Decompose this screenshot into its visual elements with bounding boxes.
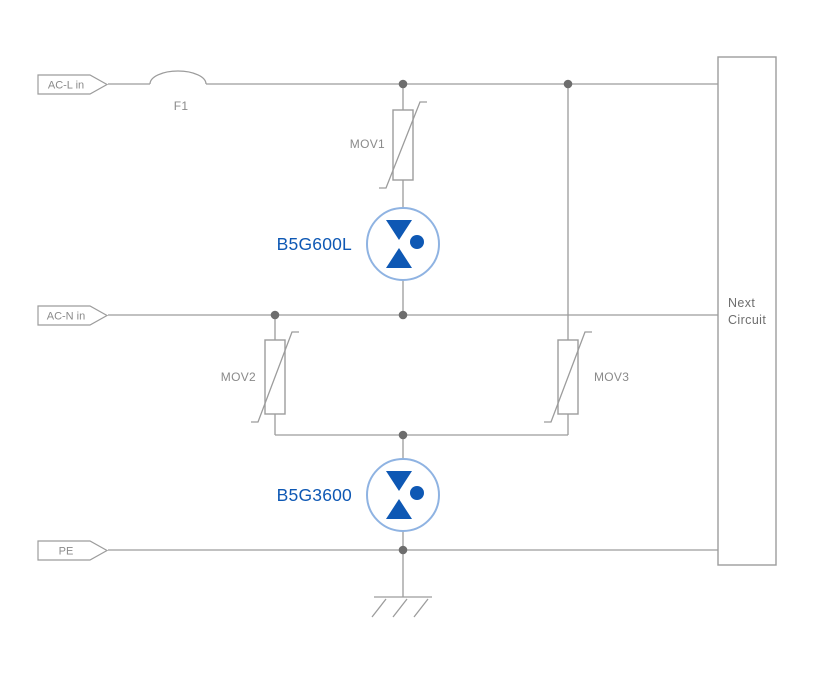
mov2-label: MOV2 [221, 370, 256, 384]
junction-bus-gdt2 [398, 430, 408, 440]
fuse-symbol [149, 70, 207, 85]
gdt1-ring [366, 207, 440, 281]
terminal-pe-shape [37, 540, 109, 561]
mov3-strike [544, 331, 592, 423]
gdt-b5g3600: B5G3600 [277, 458, 440, 532]
terminal-pe: PE [37, 540, 109, 561]
gdt2-up-triangle [386, 499, 412, 519]
mov1-label: MOV1 [350, 137, 385, 151]
gdt2-down-triangle [386, 471, 412, 491]
ground-slash-1 [371, 598, 387, 618]
terminal-pe-label: PE [59, 546, 74, 558]
earth-ground-icon [371, 596, 432, 618]
terminal-ac-l: AC-L in [37, 74, 109, 95]
mov2-strike [251, 331, 299, 423]
junction-pe-gdt2 [398, 545, 408, 555]
ground-slash-2 [392, 598, 408, 618]
gdt2-dot [410, 486, 424, 500]
ground-slash-3 [413, 598, 429, 618]
gdt1-down-triangle [386, 220, 412, 240]
next-circuit-outline [717, 56, 777, 566]
junction-acl-mov1 [398, 79, 408, 89]
gdt1-up-triangle [386, 248, 412, 268]
junction-acl-mov3 [563, 79, 573, 89]
gdt2-label: B5G3600 [277, 485, 352, 505]
varistor-mov1: MOV1 [350, 101, 427, 189]
mov1-strike [379, 101, 427, 189]
terminal-ac-n: AC-N in [37, 305, 109, 326]
junction-dots [270, 79, 573, 555]
next-circuit-line2: Circuit [728, 313, 766, 327]
fuse-f1: F1 [149, 70, 207, 113]
gdt2-ring [366, 458, 440, 532]
gdt1-dot [410, 235, 424, 249]
varistor-mov2: MOV2 [221, 331, 299, 423]
varistor-mov3: MOV3 [544, 331, 629, 423]
next-circuit-box: Next Circuit [717, 56, 777, 566]
gdt1-label: B5G600L [277, 234, 352, 254]
junction-acn-mov2 [270, 310, 280, 320]
mov3-label: MOV3 [594, 370, 629, 384]
terminal-ac-l-label: AC-L in [48, 80, 84, 92]
fuse-label: F1 [174, 99, 189, 113]
terminal-ac-l-shape [37, 74, 109, 95]
terminal-ac-n-shape [37, 305, 109, 326]
junction-acn-gdt1 [398, 310, 408, 320]
gdt-b5g600l: B5G600L [277, 207, 440, 281]
terminal-ac-n-label: AC-N in [47, 311, 86, 323]
next-circuit-line1: Next [728, 296, 755, 310]
